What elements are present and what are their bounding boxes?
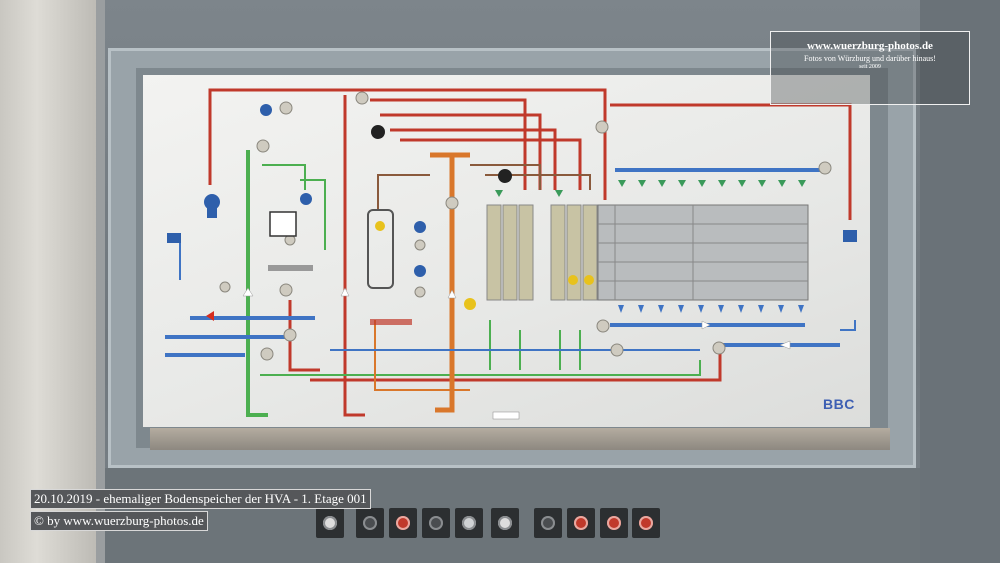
equipment-icons: [167, 104, 857, 277]
pushbutton-red-4[interactable]: [632, 508, 660, 538]
red-marker: [206, 311, 214, 321]
green-lines: [246, 150, 268, 417]
bbc-logo: BBC: [823, 396, 855, 412]
label-plate: [492, 411, 520, 420]
wall: [0, 0, 105, 563]
pushbutton-black-3[interactable]: [534, 508, 562, 538]
watermark-since: seit 2009: [859, 64, 881, 70]
pushbutton-white-1[interactable]: [455, 508, 483, 538]
panel-switches: [219, 91, 832, 361]
watermark-tagline: Fotos von Würzburg und darüber hinaus!: [804, 54, 936, 63]
pushbutton-red-2[interactable]: [567, 508, 595, 538]
filter-unit: [367, 209, 394, 289]
watermark-box: www.wuerzburg-photos.de Fotos von Würzbu…: [770, 31, 970, 105]
silo-group-2: [550, 204, 598, 301]
distribution-arrows: [618, 305, 804, 313]
green-indicators: [495, 180, 806, 197]
pushbutton-black-2[interactable]: [422, 508, 450, 538]
brown-lines: [377, 164, 591, 210]
selector-knob-2: [498, 169, 512, 183]
pushbutton-black-1[interactable]: [356, 508, 384, 538]
indicator-lamps: [375, 221, 594, 310]
selector-knob: [371, 125, 385, 139]
silo-group-1: [486, 204, 534, 301]
machine-box: [269, 211, 297, 237]
rotary-switch-2[interactable]: [491, 508, 519, 538]
caption-title: 20.10.2019 - ehemaliger Bodenspeicher de…: [30, 489, 371, 509]
rotary-switch-1[interactable]: [316, 508, 344, 538]
orange-line: [430, 152, 470, 413]
pushbutton-red-1[interactable]: [389, 508, 417, 538]
pushbutton-red-3[interactable]: [600, 508, 628, 538]
dust-ledge: [150, 428, 890, 450]
conveyor: [268, 265, 313, 271]
watermark-site: www.wuerzburg-photos.de: [807, 40, 933, 52]
red-lines: [208, 88, 852, 417]
cabinet-side: [920, 0, 1000, 563]
caption-copyright: © by www.wuerzburg-photos.de: [30, 511, 208, 531]
conveyor-2: [370, 319, 412, 325]
orange-thin-lines: [374, 320, 470, 391]
storage-table: [597, 204, 809, 301]
white-arrows: [242, 287, 791, 350]
